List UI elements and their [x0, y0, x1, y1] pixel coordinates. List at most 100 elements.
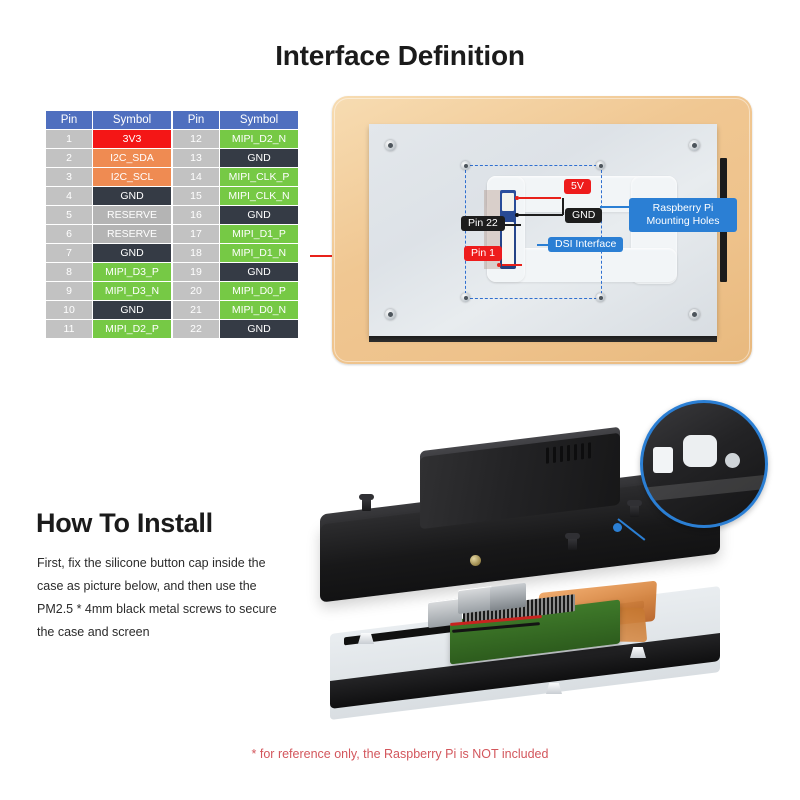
point-gnd: [515, 213, 519, 217]
pin-symbol-cell: I2C_SDA: [93, 149, 171, 167]
case-screw: [565, 533, 580, 550]
header-pin: Pin: [173, 111, 219, 129]
pin-number-cell: 3: [46, 168, 92, 186]
pin-number-cell: 13: [173, 149, 219, 167]
dsi-pad-bottom: [502, 222, 514, 265]
ethernet-port: [490, 582, 526, 612]
pin-symbol-cell: RESERVE: [93, 225, 171, 243]
interface-photo: 5V GND Pin 22 Pin 1 DSI Interface Raspbe…: [332, 96, 752, 364]
corner-screw: [689, 309, 700, 320]
pin-number-cell: 22: [173, 320, 219, 338]
callout-mounting-holes-line2: Mounting Holes: [646, 215, 720, 227]
display-back-panel: 5V GND Pin 22 Pin 1 DSI Interface Raspbe…: [369, 124, 737, 342]
dsi-connector: [500, 190, 516, 269]
header-symbol: Symbol: [220, 111, 298, 129]
point-5v: [515, 196, 519, 200]
page-title: Interface Definition: [275, 40, 525, 71]
pin-symbol-cell: MIPI_D3_N: [93, 282, 171, 300]
silicone-button-cap-side: [653, 447, 673, 473]
pin-number-cell: 17: [173, 225, 219, 243]
mounting-hole-screw: [596, 161, 605, 170]
pin-symbol-cell: MIPI_CLK_P: [220, 168, 298, 186]
pin-symbol-cell: GND: [220, 206, 298, 224]
footnote: * for reference only, the Raspberry Pi i…: [251, 747, 549, 761]
case-screw: [627, 500, 642, 517]
pin-symbol-cell: GND: [93, 244, 171, 262]
pin-symbol-cell: MIPI_D1_P: [220, 225, 298, 243]
pin-number-cell: 9: [46, 282, 92, 300]
callout-mounting-holes: Raspberry Pi Mounting Holes: [629, 198, 737, 232]
pin-symbol-cell: GND: [93, 187, 171, 205]
magnifier-anchor-dot: [613, 523, 622, 532]
screen-standoff: [358, 633, 374, 644]
corner-screw: [689, 140, 700, 151]
callout-mounting-holes-line1: Raspberry Pi: [652, 202, 714, 214]
header-symbol: Symbol: [93, 111, 171, 129]
pin-symbol-cell: MIPI_D0_P: [220, 282, 298, 300]
mounting-hole-screw: [461, 293, 470, 302]
pin-number-cell: 10: [46, 301, 92, 319]
mounting-hole-screw: [596, 293, 605, 302]
pin-number-cell: 6: [46, 225, 92, 243]
pin-symbol-cell: 3V3: [93, 130, 171, 148]
corner-screw: [385, 309, 396, 320]
pin-symbol-cell: MIPI_D2_N: [220, 130, 298, 148]
dsi-pad-top: [502, 193, 514, 211]
button-cap-magnifier: [640, 400, 768, 528]
howto-heading: How To Install: [36, 508, 213, 538]
magnifier-sheen: [643, 473, 765, 503]
pin-symbol-cell: GND: [220, 263, 298, 281]
pin-number-cell: 19: [173, 263, 219, 281]
pin-number-cell: 11: [46, 320, 92, 338]
callout-5v: 5V: [564, 179, 591, 194]
panel-bottom-shadow: [369, 336, 717, 342]
button-cap-hole: [725, 453, 740, 468]
pin-number-cell: 15: [173, 187, 219, 205]
pin-symbol-cell: GND: [93, 301, 171, 319]
pin-number-cell: 1: [46, 130, 92, 148]
corner-screw: [385, 140, 396, 151]
leader-5v: [519, 197, 561, 199]
leader-mounting-holes: [600, 206, 630, 208]
callout-pin22: Pin 22: [461, 216, 505, 231]
pin-number-cell: 18: [173, 244, 219, 262]
case-tripod-socket: [470, 555, 481, 566]
frame-inner-edge: [334, 98, 750, 362]
point-pin1: [497, 263, 501, 267]
callout-pin1: Pin 1: [464, 246, 502, 261]
leader-pin22: [502, 224, 521, 226]
leader-pin1: [502, 264, 522, 266]
pin-symbol-cell: MIPI_CLK_N: [220, 187, 298, 205]
callout-dsi-interface: DSI Interface: [548, 237, 624, 252]
pin-number-cell: 2: [46, 149, 92, 167]
table-header-row: Pin Symbol: [173, 111, 298, 129]
pin-symbol-cell: GND: [220, 320, 298, 338]
table-header-row: Pin Symbol: [46, 111, 171, 129]
mounting-hole-screw: [461, 161, 470, 170]
mounting-holes-outline: [465, 165, 602, 299]
callout-gnd: GND: [565, 208, 603, 223]
pin-number-cell: 8: [46, 263, 92, 281]
